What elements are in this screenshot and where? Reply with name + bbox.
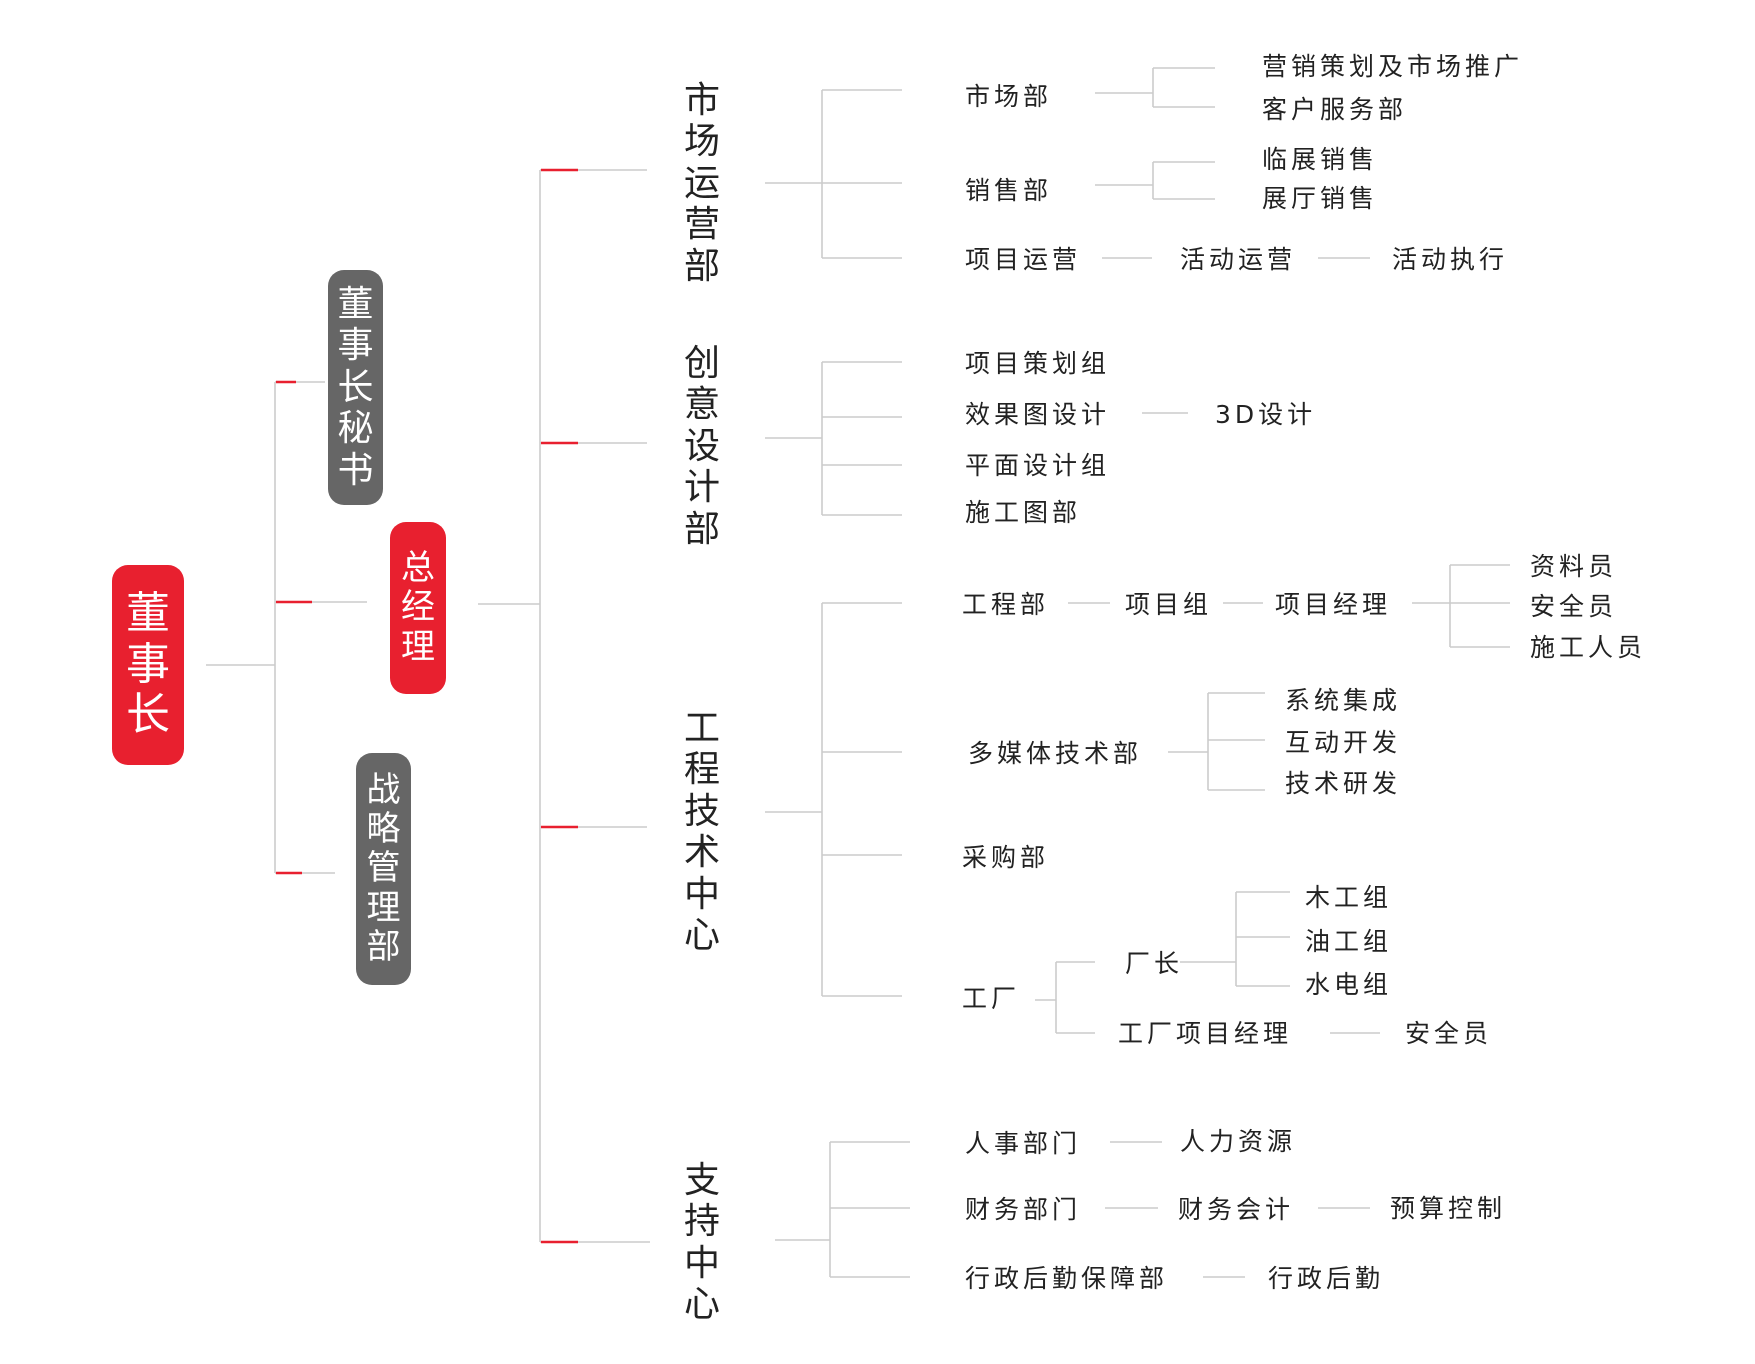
project-group: 项目组 [1125, 590, 1213, 619]
documentation-clerk: 资料员 [1530, 552, 1618, 581]
chairman-node: 董事长 [112, 565, 184, 765]
event-execution: 活动执行 [1392, 245, 1509, 274]
strategy-dept-label: 战略管理部 [366, 770, 401, 967]
strategy-dept-node: 战略管理部 [356, 753, 411, 985]
construction-drawing-dept: 施工图部 [965, 498, 1082, 527]
chairman-secretary-node: 董事长秘书 [328, 270, 383, 505]
event-operations: 活动运营 [1180, 245, 1297, 274]
support-center: 支持中心 [683, 1160, 720, 1326]
interactive-development: 互动开发 [1285, 728, 1402, 757]
engineering-center: 工程技术中心 [683, 708, 720, 956]
budget-control: 预算控制 [1390, 1194, 1507, 1223]
carpentry-group: 木工组 [1305, 883, 1393, 912]
factory-director: 厂长 [1125, 949, 1184, 978]
graphic-design-group: 平面设计组 [965, 451, 1111, 480]
multimedia-tech-dept: 多媒体技术部 [968, 739, 1143, 768]
human-resources: 人力资源 [1180, 1127, 1297, 1156]
customer-service-dept: 客户服务部 [1262, 95, 1408, 124]
painting-group: 油工组 [1305, 927, 1393, 956]
finance-dept: 财务部门 [965, 1195, 1082, 1224]
sales-dept: 销售部 [965, 176, 1053, 205]
plumbing-electrical-group: 水电组 [1305, 970, 1393, 999]
marketing-planning: 营销策划及市场推广 [1262, 52, 1524, 81]
general-manager-node: 总经理 [390, 522, 446, 694]
creative-design-dept: 创意设计部 [683, 343, 720, 550]
factory-project-manager: 工厂项目经理 [1118, 1019, 1293, 1048]
financial-accounting: 财务会计 [1178, 1195, 1295, 1224]
project-manager: 项目经理 [1275, 590, 1392, 619]
3d-design: 3D设计 [1215, 400, 1317, 429]
safety-officer: 安全员 [1530, 592, 1618, 621]
project-operations: 项目运营 [965, 245, 1082, 274]
construction-staff: 施工人员 [1530, 633, 1647, 662]
chairman-label: 董事长 [126, 588, 170, 741]
hr-dept: 人事部门 [965, 1129, 1082, 1158]
factory: 工厂 [962, 984, 1021, 1013]
purchasing-dept: 采购部 [962, 843, 1050, 872]
market-ops-dept: 市场运营部 [683, 80, 720, 287]
tech-rnd: 技术研发 [1285, 769, 1402, 798]
system-integration: 系统集成 [1285, 686, 1402, 715]
factory-safety-officer: 安全员 [1405, 1019, 1493, 1048]
general-manager-label: 总经理 [401, 548, 435, 667]
exhibition-sales: 临展销售 [1262, 145, 1379, 174]
market-dept: 市场部 [965, 82, 1053, 111]
rendering-design: 效果图设计 [965, 400, 1111, 429]
project-planning-group: 项目策划组 [965, 349, 1111, 378]
admin-logistics: 行政后勤 [1268, 1264, 1385, 1293]
admin-logistics-dept: 行政后勤保障部 [965, 1264, 1169, 1293]
chairman-secretary-label: 董事长秘书 [337, 284, 374, 491]
showroom-sales: 展厅销售 [1262, 184, 1379, 213]
engineering-dept: 工程部 [962, 590, 1050, 619]
